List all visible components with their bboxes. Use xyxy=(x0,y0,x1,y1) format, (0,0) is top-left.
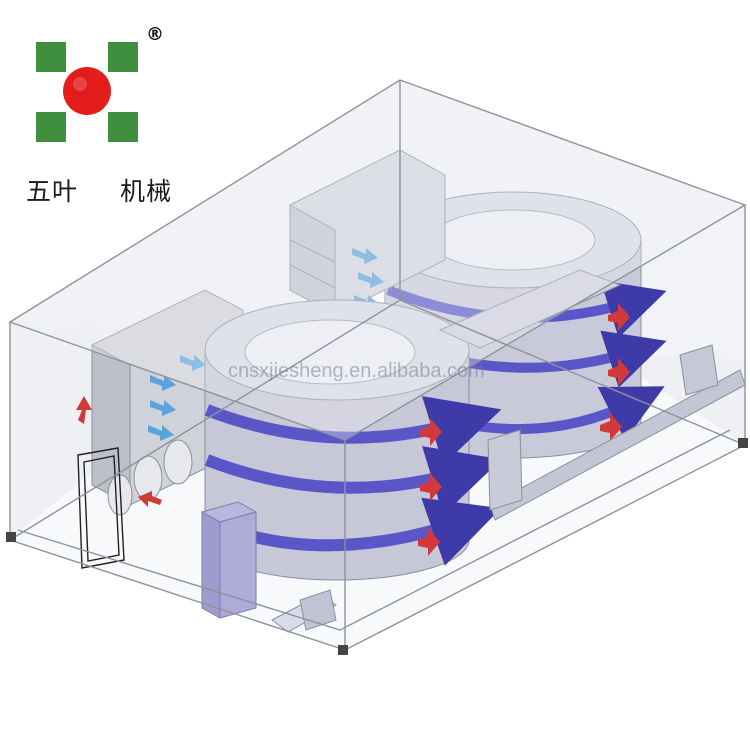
airflow-out-arrow xyxy=(418,528,440,556)
airflow-in-arrow xyxy=(358,272,384,288)
enclosure-foot xyxy=(6,532,16,542)
airflow-out-arrow xyxy=(600,413,622,441)
logo-red-dot xyxy=(63,67,111,115)
enclosure-door xyxy=(77,447,125,569)
registered-mark: ® xyxy=(146,24,164,45)
belt-front-3 xyxy=(228,497,502,566)
conveyor-rail xyxy=(271,344,746,633)
company-logo: ® xyxy=(36,24,164,142)
airflow-out-arrow xyxy=(420,418,442,446)
logo-square-br xyxy=(108,112,138,142)
control-cabinet xyxy=(200,501,258,619)
logo-square-tl xyxy=(36,42,66,72)
watermark-text: cnsxjiesheng.en.alibaba.com xyxy=(228,360,485,382)
logo-square-bl xyxy=(36,112,66,142)
airflow-out-arrow xyxy=(76,396,92,424)
airflow-out-arrow xyxy=(420,473,442,501)
airflow-in-arrow xyxy=(148,425,174,441)
enclosure-foot xyxy=(738,438,748,448)
airflow-in-arrow xyxy=(150,375,176,391)
company-name-left: 五叶 xyxy=(26,177,79,206)
airflow-in-arrow xyxy=(352,248,378,264)
airflow-in-arrow xyxy=(180,355,206,371)
airflow-out-arrow xyxy=(138,491,162,507)
airflow-out-arrow xyxy=(608,303,630,331)
airflow-in-arrow xyxy=(150,400,176,416)
company-name-right: 机械 xyxy=(120,177,173,206)
freezer-enclosure xyxy=(8,79,747,651)
logo-square-tr xyxy=(108,42,138,72)
fan-icon xyxy=(163,439,193,485)
airflow-out-arrow xyxy=(608,358,630,386)
spiral-drum-front xyxy=(204,269,622,581)
enclosure-foot xyxy=(338,645,348,655)
